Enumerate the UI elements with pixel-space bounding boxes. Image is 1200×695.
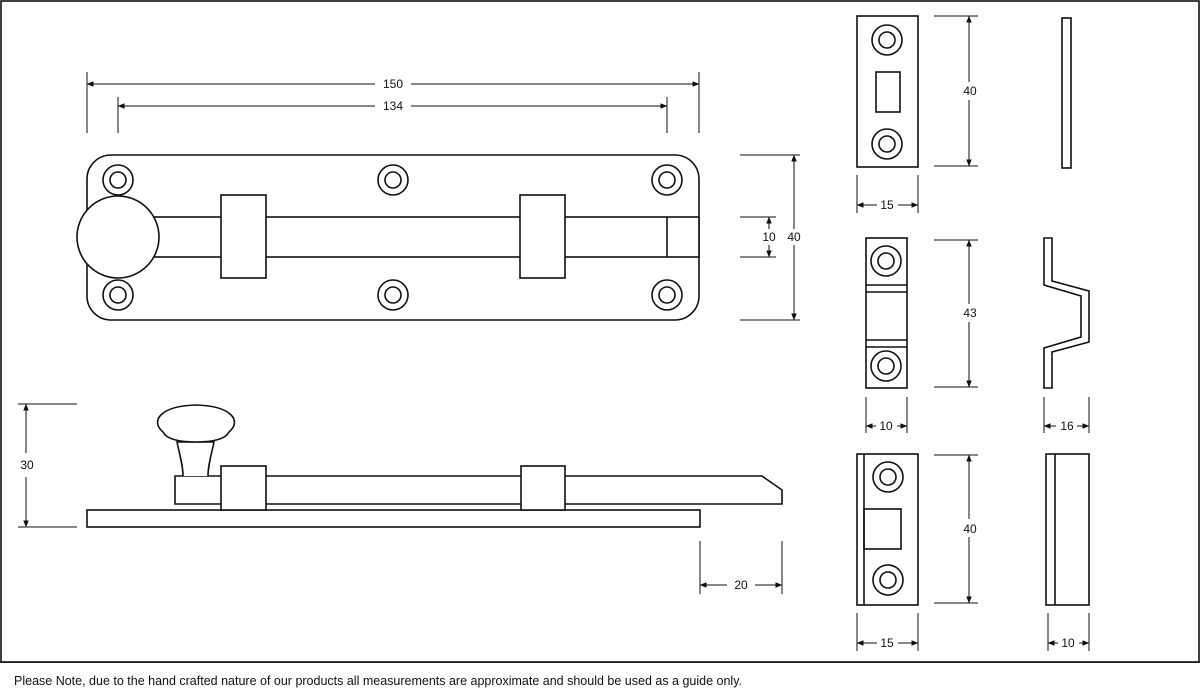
side-backplate	[86, 509, 701, 528]
knob-head	[156, 404, 236, 443]
keep-flat-side	[1061, 17, 1072, 169]
dim-keep1-40-label: 40	[963, 84, 977, 98]
dimension-height: 30	[18, 403, 77, 528]
keep-flat-plate	[856, 15, 919, 168]
keep-rebated-side	[1045, 453, 1090, 606]
screw-hole	[651, 279, 683, 311]
dimension-bolt-width: 10	[740, 216, 776, 258]
bolt-front-view	[76, 154, 700, 321]
dim-134-label: 134	[383, 99, 403, 113]
side-bolt-bar	[174, 475, 783, 505]
keep-cranked-front	[865, 237, 908, 389]
dimension-hole-spacing: 134	[117, 97, 668, 133]
side-staple-left	[220, 465, 267, 511]
dimension-keep3-side-width: 10	[1047, 613, 1090, 651]
disclaimer-note: Please Note, due to the hand crafted nat…	[14, 674, 743, 688]
dim-keep2-16-label: 16	[1060, 419, 1074, 433]
screw-hole	[377, 164, 409, 196]
dim-10-label: 10	[762, 230, 776, 244]
keep-rebated-plate	[856, 453, 919, 606]
dim-20-label: 20	[734, 578, 748, 592]
keep-flat-front	[856, 15, 919, 168]
keep-cranked-side	[1043, 237, 1090, 389]
staple-right	[519, 194, 566, 279]
dimension-keep2-side-depth: 16	[1043, 397, 1090, 433]
dim-keep3-40-label: 40	[963, 522, 977, 536]
disclaimer-bar: Please Note, due to the hand crafted nat…	[0, 662, 1200, 695]
technical-drawing: 150 134 10 40 30	[0, 0, 1200, 662]
dimension-keep3-height: 40	[934, 454, 978, 604]
dim-keep3-10-label: 10	[1061, 636, 1075, 650]
dim-keep2-43-label: 43	[963, 306, 977, 320]
knob-stem	[176, 441, 215, 477]
keep-cranked-plate	[865, 237, 908, 389]
dim-40-label: 40	[787, 230, 801, 244]
dimension-projection: 20	[699, 541, 783, 594]
screw-hole	[377, 279, 409, 311]
drawing-border	[0, 0, 1200, 662]
keep-flat-slot	[875, 71, 901, 113]
side-staple-right	[520, 465, 566, 511]
dimension-keep1-width: 15	[856, 175, 919, 213]
dimension-keep2-width: 10	[865, 397, 908, 433]
screw-hole	[102, 279, 134, 311]
knob-front	[76, 195, 160, 279]
dim-keep3-15-label: 15	[880, 636, 894, 650]
screw-hole	[102, 164, 134, 196]
dimension-keep2-height: 43	[934, 239, 978, 388]
screw-holes	[102, 164, 683, 311]
dimension-plate-height: 40	[740, 154, 801, 321]
dim-keep1-15-label: 15	[880, 198, 894, 212]
keep-rebated-front	[856, 453, 919, 606]
dim-keep2-10-label: 10	[879, 419, 893, 433]
staple-left	[220, 194, 267, 279]
dim-30-label: 30	[20, 458, 34, 472]
dim-150-label: 150	[383, 77, 403, 91]
screw-hole	[651, 164, 683, 196]
bolt-side-view	[86, 404, 783, 528]
keep-rebated-slot	[863, 508, 902, 550]
dimension-keep1-height: 40	[934, 15, 978, 167]
dimension-keep3-width: 15	[856, 613, 919, 651]
dimension-overall-length: 150	[86, 72, 700, 133]
